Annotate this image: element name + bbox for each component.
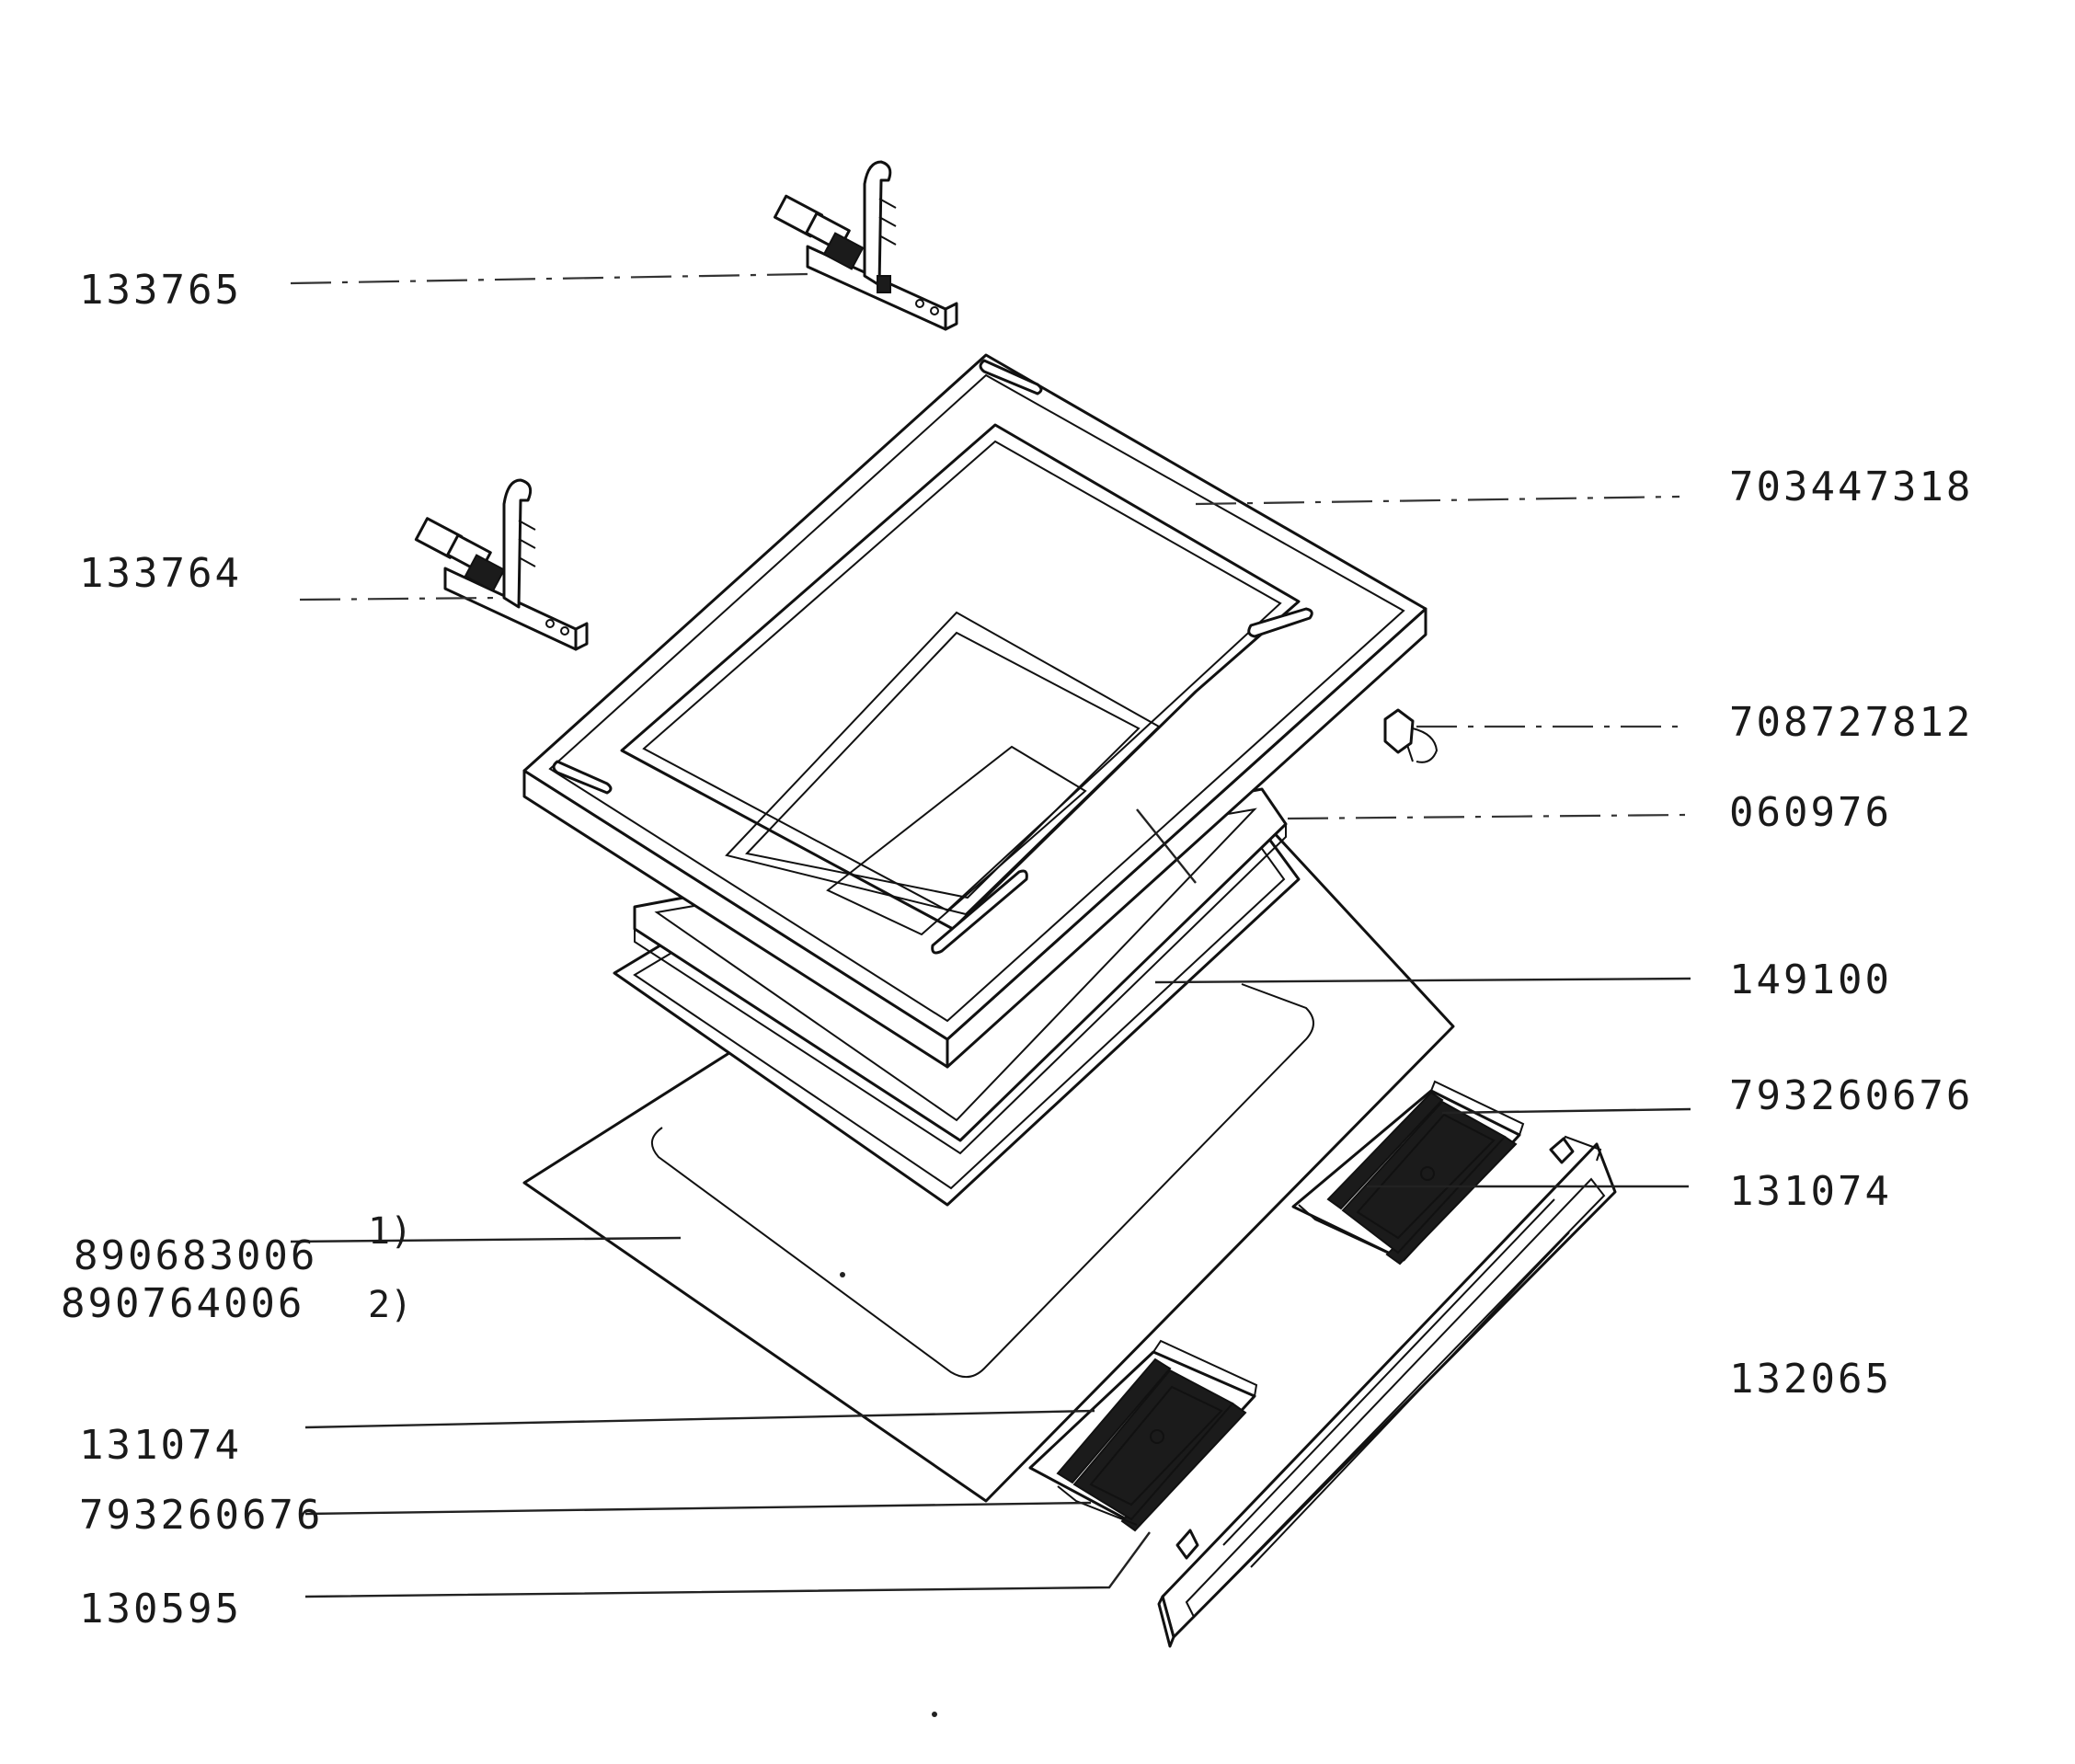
variant-note-1: 1): [368, 1210, 412, 1253]
part-number-793260676-right: 793260676: [1729, 1072, 1973, 1119]
part-number-130595: 130595: [79, 1586, 242, 1632]
part-number-708727812: 708727812: [1729, 699, 1973, 746]
part-number-131074-left: 131074: [79, 1422, 242, 1469]
hinge-bracket-left: [1028, 1339, 1258, 1532]
part-number-132065: 132065: [1729, 1356, 1892, 1403]
hinge-lower: [414, 478, 589, 651]
scan-dot: [840, 1272, 845, 1277]
part-number-890683006: 890683006: [74, 1232, 317, 1279]
part-number-890764006: 890764006: [61, 1280, 304, 1327]
part-number-060976: 060976: [1729, 789, 1892, 836]
part-number-131074-right: 131074: [1729, 1168, 1892, 1215]
hinge-bracket-right: [1291, 1080, 1525, 1266]
part-number-133764: 133764: [79, 550, 242, 597]
leader-lines: [290, 272, 1691, 1598]
small-clip-part: [1383, 708, 1439, 763]
part-number-133765: 133765: [79, 267, 242, 314]
part-number-149100: 149100: [1729, 956, 1892, 1003]
door-outer-frame: [522, 353, 1427, 1069]
scan-dot: [932, 1712, 937, 1717]
part-number-793260676-left: 793260676: [79, 1492, 323, 1539]
hinge-upper: [773, 160, 958, 331]
door-bottom-rail: [1157, 1135, 1617, 1648]
variant-note-2: 2): [368, 1284, 412, 1326]
part-number-703447318: 703447318: [1729, 464, 1973, 510]
